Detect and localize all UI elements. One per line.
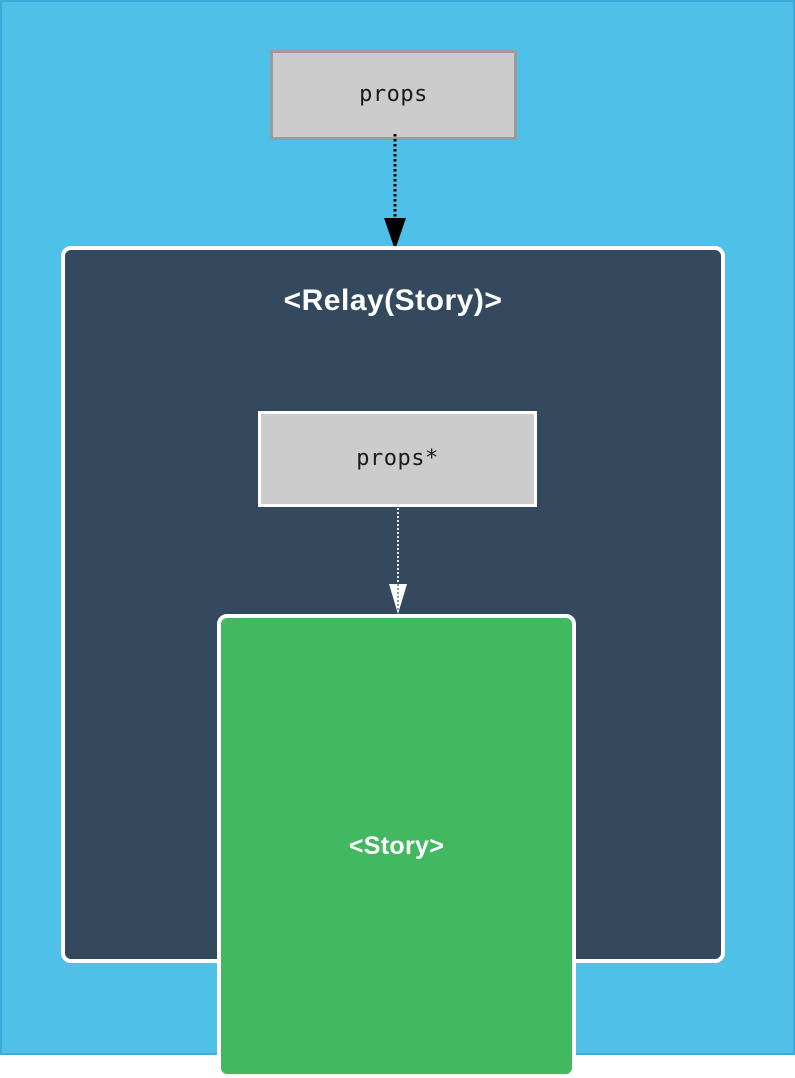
props-box[interactable]: props [270, 50, 517, 140]
story-box[interactable]: <Story> [217, 614, 576, 1078]
props-box-label: props [359, 82, 428, 107]
arrow-props-to-relay [384, 134, 406, 250]
relay-panel-title: <Relay(Story)> [283, 284, 503, 317]
props-star-box-label: props* [356, 446, 439, 471]
arrow-propsstar-to-story [389, 504, 407, 614]
relay-panel[interactable]: <Relay(Story)> props* <Story> [61, 246, 725, 1078]
props-star-box[interactable]: props* [258, 411, 537, 507]
story-box-label: <Story> [348, 831, 445, 860]
